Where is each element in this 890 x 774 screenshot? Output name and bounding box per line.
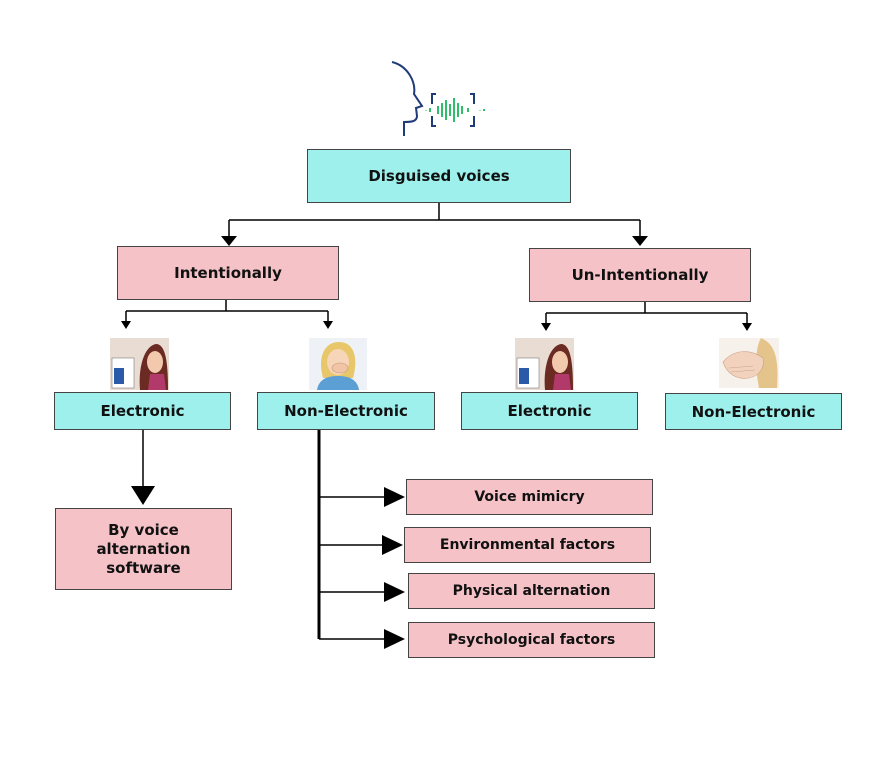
factor-node: Voice mimicry — [406, 479, 653, 515]
hands-over-face-image — [719, 338, 779, 388]
intentionally-node: Intentionally — [117, 246, 339, 300]
person-with-device-image — [110, 338, 169, 390]
factor-label: Voice mimicry — [474, 489, 585, 505]
factor-node: Psychological factors — [408, 622, 655, 658]
int-non-electronic-label: Non-Electronic — [284, 402, 408, 420]
software-node: By voice alternation software — [55, 508, 232, 590]
person-with-device-image — [515, 338, 574, 390]
int-electronic-node: Electronic — [54, 392, 231, 430]
unint-non-electronic-node: Non-Electronic — [665, 393, 842, 430]
unint-electronic-label: Electronic — [507, 402, 592, 420]
unint-non-electronic-label: Non-Electronic — [691, 402, 816, 421]
factor-label: Environmental factors — [439, 537, 616, 553]
voice-recognition-icon — [391, 61, 485, 136]
root-node: Disguised voices — [307, 149, 571, 203]
person-covering-mouth-image — [309, 338, 367, 390]
software-label: By voice alternation software — [96, 520, 191, 577]
unint-electronic-node: Electronic — [461, 392, 638, 430]
int-non-electronic-node: Non-Electronic — [257, 392, 435, 430]
int-electronic-label: Electronic — [100, 402, 185, 420]
intentionally-label: Intentionally — [174, 264, 282, 282]
factor-label: Physical alternation — [452, 583, 611, 599]
factor-label: Psychological factors — [447, 632, 616, 648]
factor-node: Physical alternation — [408, 573, 655, 609]
root-label: Disguised voices — [368, 167, 510, 185]
unintentionally-label: Un-Intentionally — [571, 266, 709, 284]
factor-node: Environmental factors — [404, 527, 651, 563]
unintentionally-node: Un-Intentionally — [529, 248, 751, 302]
